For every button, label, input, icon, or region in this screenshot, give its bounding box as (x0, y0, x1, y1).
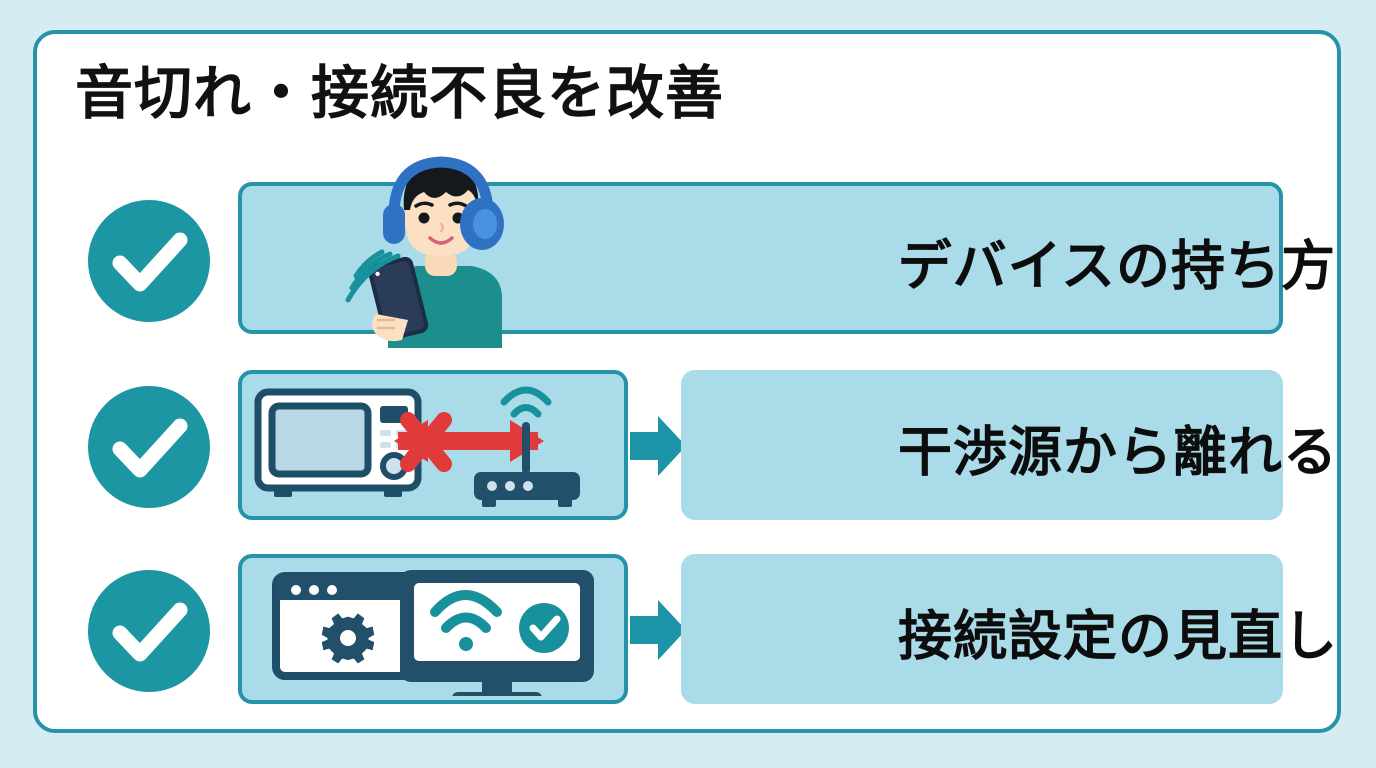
list-item: デバイスの持ち方 (0, 156, 1376, 348)
person-with-headphones-holding-phone (330, 148, 550, 348)
list-item: 接続設定の見直し (0, 546, 1376, 716)
check-circle-icon (88, 200, 210, 322)
check-circle-icon (88, 570, 210, 692)
arrow-right-icon (630, 594, 686, 666)
check-circle-icon (88, 386, 210, 508)
list-item-label: 干渉源から離れる (898, 420, 1338, 484)
page-title: 音切れ・接続不良を改善 (75, 59, 725, 127)
row-text-panel (681, 554, 1283, 704)
list-item: 干渉源から離れる (0, 362, 1376, 532)
microwave-interference-router (248, 376, 626, 514)
settings-window-monitor-wifi-ok (250, 562, 622, 704)
arrow-right-icon (630, 410, 686, 482)
list-item-label: 接続設定の見直し (898, 604, 1338, 668)
row-text-panel (681, 370, 1283, 520)
list-item-label: デバイスの持ち方 (897, 234, 1336, 298)
